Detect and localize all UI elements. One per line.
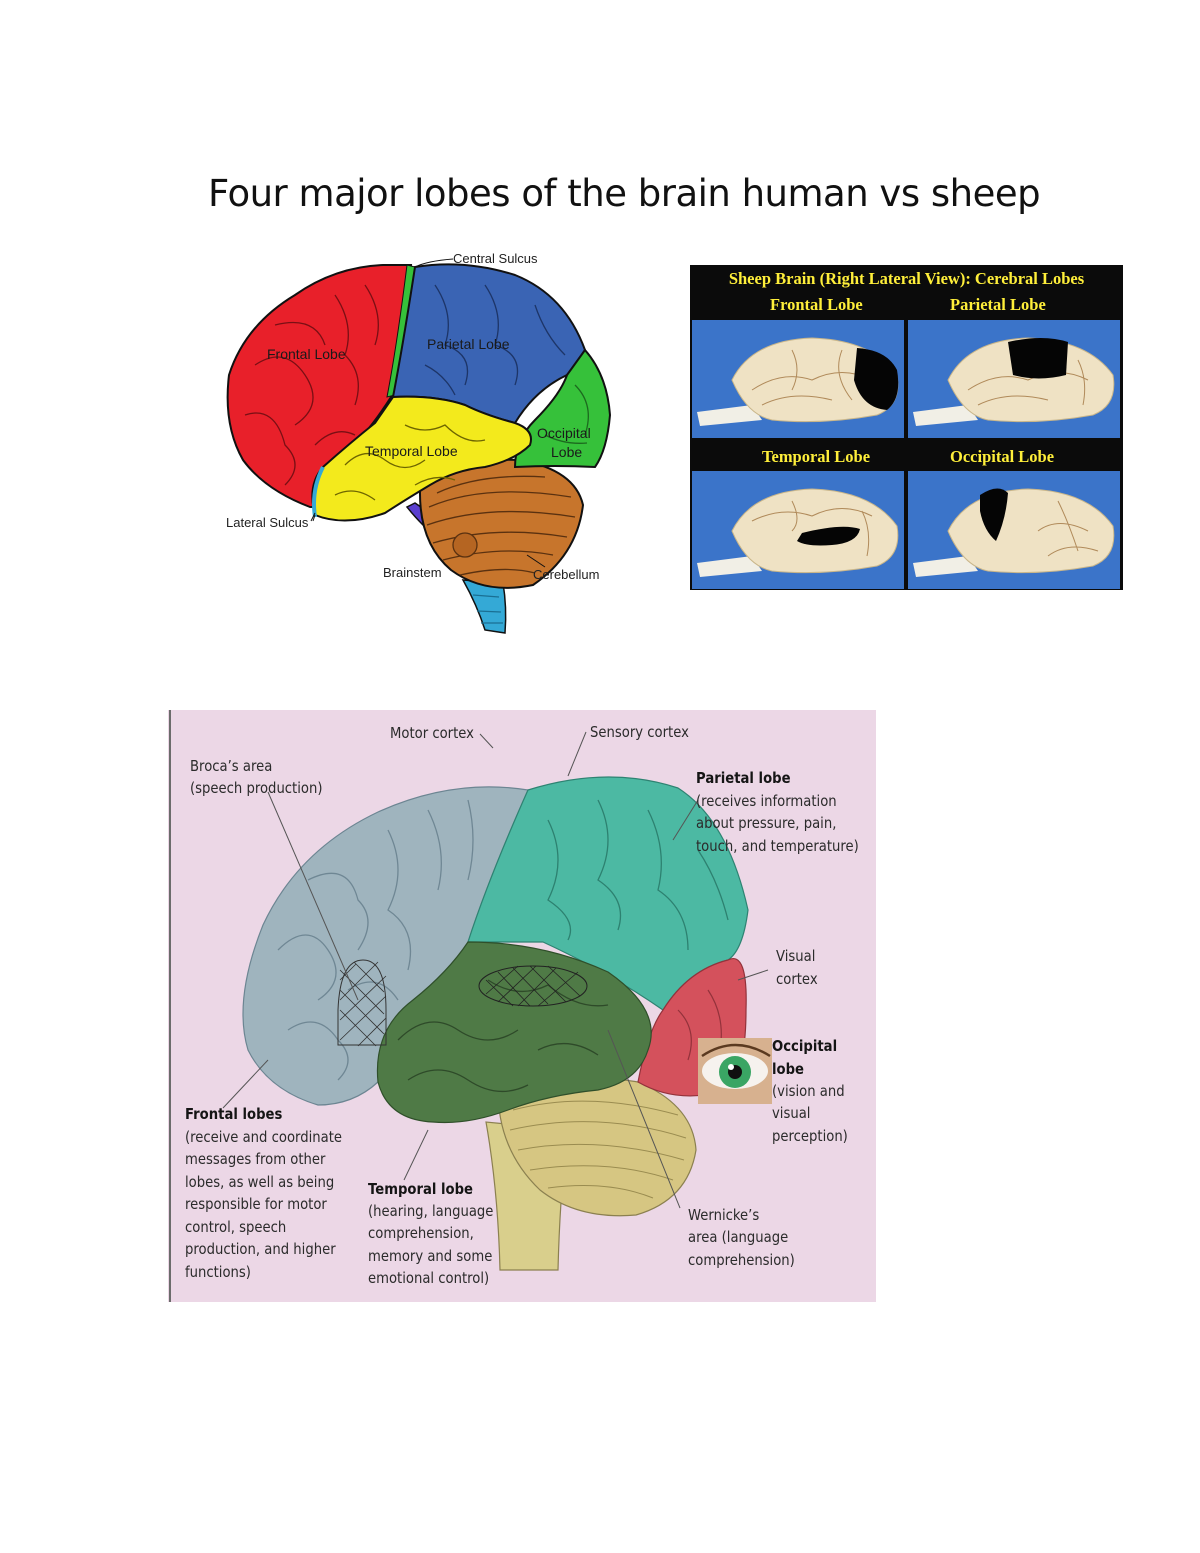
cerebellum-label: Cerebellum (533, 567, 600, 582)
frontal-desc-line: (receive and coordinate (185, 1128, 343, 1146)
sheep-brain-figure: Sheep Brain (Right Lateral View): Cerebr… (690, 265, 1123, 590)
wernicke-label-3: comprehension) (688, 1251, 795, 1269)
frontal-desc-line: messages from other (185, 1150, 326, 1168)
visual-cortex-label-2: cortex (776, 970, 818, 988)
occipital-lobe-label-1: Occipital (537, 425, 591, 441)
occipital-lobe-name-1: Occipital (772, 1037, 838, 1055)
sensory-cortex-label: Sensory cortex (590, 723, 689, 741)
sheep-temporal-panel (692, 471, 904, 589)
wernicke-label-2: area (language (688, 1228, 789, 1246)
lobe-functions-illustration (169, 710, 772, 1302)
human-brain-figure: Central Sulcus Lateral Sulcus Brainstem … (215, 245, 635, 645)
occipital-lobe-label-2: Lobe (551, 444, 583, 460)
parietal-lobe-name: Parietal lobe (696, 769, 791, 787)
sheep-temporal-label: Temporal Lobe (762, 447, 871, 466)
brainstem-label: Brainstem (383, 565, 442, 580)
temporal-desc-line: comprehension, (368, 1224, 474, 1242)
parietal-lobe-label: Parietal Lobe (427, 336, 510, 352)
temporal-desc-line: memory and some (368, 1247, 493, 1265)
sheep-occipital-panel (908, 471, 1120, 589)
sheep-frontal-label: Frontal Lobe (770, 295, 863, 314)
sheep-parietal-panel (908, 320, 1120, 438)
temporal-lobe-name: Temporal lobe (368, 1180, 474, 1198)
occipital-desc-line: (vision and (772, 1082, 845, 1100)
broca-label-2: (speech production) (190, 779, 323, 797)
temporal-desc-line: (hearing, language (368, 1202, 494, 1220)
sheep-frontal-panel (692, 320, 904, 438)
occipital-desc-line: visual (772, 1104, 811, 1122)
motor-cortex-label: Motor cortex (390, 724, 474, 742)
sheep-occipital-label: Occipital Lobe (950, 447, 1055, 466)
sheep-parietal-label: Parietal Lobe (950, 295, 1046, 314)
parietal-desc-line: (receives information (696, 792, 837, 810)
page-title: Four major lobes of the brain human vs s… (208, 172, 1041, 215)
occipital-desc-line: perception) (772, 1127, 848, 1145)
wernicke-label-1: Wernicke’s (688, 1206, 760, 1224)
lobe-functions-figure: Motor cortex Sensory cortex Broca’s area… (168, 710, 876, 1302)
frontal-lobe-label: Frontal Lobe (267, 346, 346, 362)
parietal-desc-line: about pressure, pain, (696, 814, 837, 832)
lateral-sulcus-label: Lateral Sulcus (226, 515, 309, 530)
human-brain-illustration (226, 258, 612, 634)
frontal-desc-line: functions) (185, 1263, 251, 1281)
sheep-figure-heading: Sheep Brain (Right Lateral View): Cerebr… (728, 269, 1085, 288)
frontal-desc-line: control, speech (185, 1218, 287, 1236)
frontal-lobes-name: Frontal lobes (185, 1105, 283, 1123)
frontal-desc-line: lobes, as well as being (185, 1173, 335, 1191)
frontal-desc-line: production, and higher (185, 1240, 336, 1258)
central-sulcus-label: Central Sulcus (453, 251, 538, 266)
visual-cortex-label-1: Visual (776, 947, 816, 965)
temporal-desc-line: emotional control) (368, 1269, 490, 1287)
broca-label-1: Broca’s area (190, 757, 273, 775)
occipital-lobe-name-2: lobe (772, 1060, 804, 1078)
parietal-desc-line: touch, and temperature) (696, 837, 859, 855)
frontal-desc-line: responsible for motor (185, 1195, 327, 1213)
temporal-lobe-label: Temporal Lobe (365, 443, 458, 459)
